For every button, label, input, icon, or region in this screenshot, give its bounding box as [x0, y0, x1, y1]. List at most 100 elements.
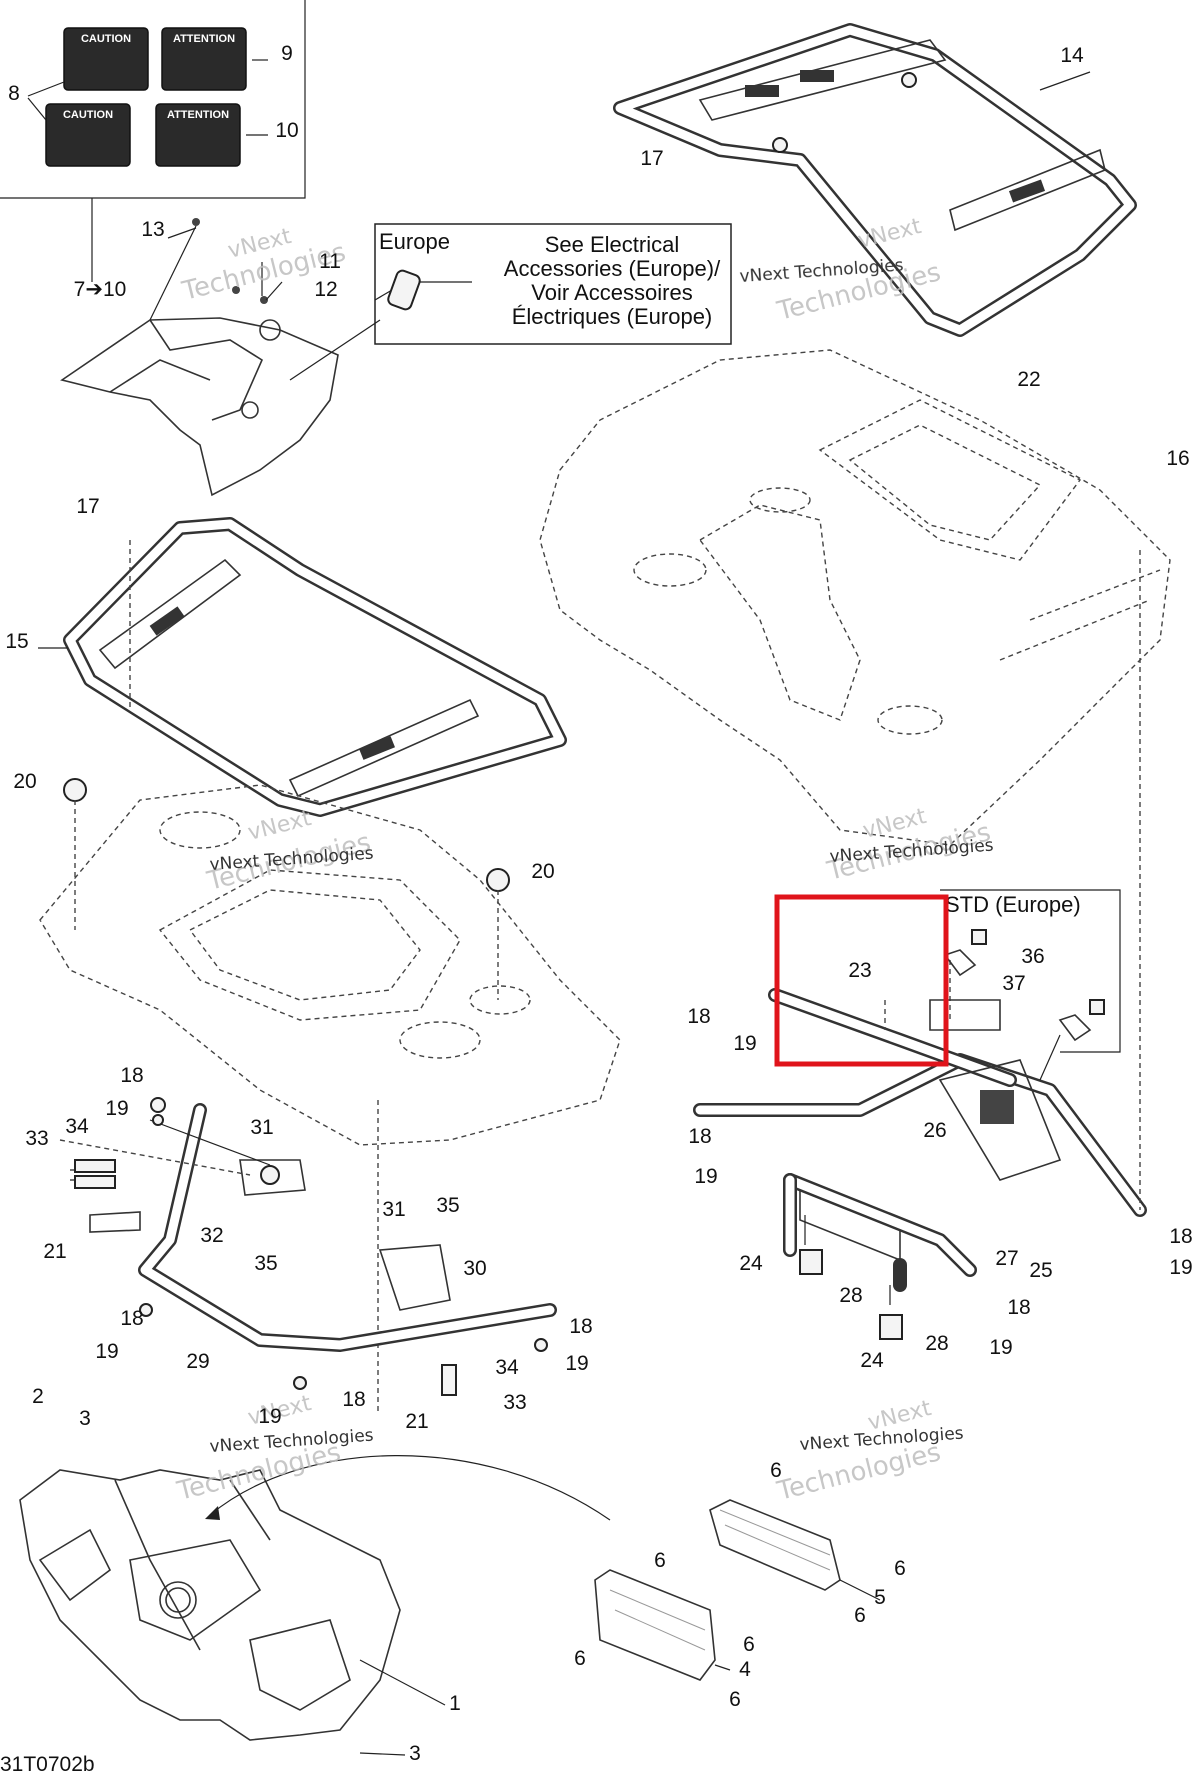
- part-label-6-6: 6: [574, 1647, 586, 1670]
- part-label-6-4: 6: [854, 1604, 866, 1627]
- part-label-17-2: 17: [76, 495, 99, 518]
- part-label-23-1: 23: [848, 959, 871, 982]
- part-label-15-1: 15: [5, 630, 28, 653]
- part-label-21-1: 21: [43, 1240, 66, 1263]
- part-label-10-1: 10: [275, 119, 298, 142]
- part-label-18-3: 18: [688, 1125, 711, 1148]
- part-label-20-2: 20: [531, 860, 554, 883]
- part-label-17-1: 17: [640, 147, 663, 170]
- decal-attention-2: ATTENTION: [155, 103, 241, 167]
- part-label-6-3: 6: [894, 1557, 906, 1580]
- part-label-18-5: 18: [1007, 1296, 1030, 1319]
- part-label-12-1: 12: [314, 278, 337, 301]
- std-europe-box: STD (Europe): [940, 889, 1121, 1053]
- part-label-28-1: 28: [839, 1284, 862, 1307]
- part-label-28-2: 28: [925, 1332, 948, 1355]
- part-label-19-6: 19: [565, 1352, 588, 1375]
- part-label-19-4: 19: [1169, 1256, 1192, 1279]
- part-label-19-1: 19: [105, 1097, 128, 1120]
- part-label-1-1: 1: [449, 1692, 461, 1715]
- part-label-25-1: 25: [1029, 1259, 1052, 1282]
- part-label-19-7: 19: [95, 1340, 118, 1363]
- drawing-code: 31T0702b: [0, 1753, 95, 1775]
- part-label-31-2: 31: [382, 1198, 405, 1221]
- part-label-7-10-1: 7➔10: [74, 278, 127, 301]
- part-label-19-3: 19: [694, 1165, 717, 1188]
- part-label-31-1: 31: [250, 1116, 273, 1139]
- rear-subframe: [693, 550, 1147, 1340]
- electrical-note-line-4: Électriques (Europe): [512, 304, 713, 329]
- front-subframe: [59, 1097, 557, 1396]
- part-label-8-1: 8: [8, 82, 20, 105]
- part-label-32-1: 32: [200, 1224, 223, 1247]
- electrical-note-box: Europe See Electrical Accessories (Europ…: [374, 223, 732, 345]
- part-label-35-1: 35: [436, 1194, 459, 1217]
- part-label-35-2: 35: [254, 1252, 277, 1275]
- part-label-16-1: 16: [1166, 447, 1189, 470]
- front-rack: [38, 517, 567, 817]
- part-label-37-1: 37: [1002, 972, 1025, 995]
- part-label-34-2: 34: [495, 1356, 519, 1379]
- part-label-24-2: 24: [860, 1349, 884, 1372]
- part-label-18-8: 18: [342, 1388, 365, 1411]
- electrical-note-line-2: Accessories (Europe)/: [504, 256, 721, 281]
- watermark-company-lines: vNext Technologies vNext Technologies vN…: [209, 256, 994, 1457]
- part-label-3-2: 3: [409, 1742, 421, 1765]
- part-label-18-7: 18: [120, 1307, 143, 1330]
- part-label-4-1: 4: [739, 1658, 751, 1681]
- decal-caution-1-text: CAUTION: [81, 33, 131, 45]
- part-label-5-1: 5: [874, 1586, 886, 1609]
- part-label-18-4: 18: [1169, 1225, 1192, 1248]
- decal-caution-2-text: CAUTION: [63, 109, 113, 121]
- part-label-34-1: 34: [65, 1115, 89, 1138]
- front-cover-piece: [60, 218, 421, 497]
- decal-attention-2-text: ATTENTION: [167, 109, 229, 121]
- part-label-2-1: 2: [32, 1385, 44, 1408]
- highlight-box: [774, 894, 949, 1067]
- decal-caution-1: CAUTION: [63, 27, 149, 91]
- front-fender: [39, 778, 621, 1415]
- rear-fender: [539, 349, 1171, 846]
- part-label-36-1: 36: [1021, 945, 1044, 968]
- part-label-6-2: 6: [654, 1549, 666, 1572]
- decal-attention-1-text: ATTENTION: [173, 33, 235, 45]
- part-label-18-6: 18: [569, 1315, 592, 1338]
- part-label-6-1: 6: [770, 1459, 782, 1482]
- part-label-11-1: 11: [319, 250, 341, 273]
- part-label-18-1: 18: [120, 1064, 143, 1087]
- part-label-19-2: 19: [733, 1032, 756, 1055]
- part-label-20-1: 20: [13, 770, 36, 793]
- part-label-18-2: 18: [687, 1005, 710, 1028]
- part-label-19-8: 19: [258, 1405, 281, 1428]
- part-label-27-1: 27: [995, 1247, 1018, 1270]
- part-label-6-7: 6: [729, 1688, 741, 1711]
- rear-rack: [613, 23, 1137, 337]
- front-bumper: [19, 1455, 611, 1756]
- watermark-2a: vNext: [855, 214, 924, 254]
- decal-caution-2: CAUTION: [45, 103, 131, 167]
- part-label-14-1: 14: [1060, 44, 1084, 67]
- part-label-33-2: 33: [503, 1391, 526, 1414]
- part-label-19-5: 19: [989, 1336, 1012, 1359]
- part-label-21-2: 21: [405, 1410, 428, 1433]
- decal-inset: CAUTION ATTENTION CAUTION ATTENTION: [0, 0, 306, 282]
- electrical-note-line-1: See Electrical: [545, 232, 680, 257]
- part-label-3-1: 3: [79, 1407, 91, 1430]
- europe-title: Europe: [379, 229, 450, 254]
- part-label-13-1: 13: [141, 218, 164, 241]
- watermark-3a: vNext: [245, 806, 314, 846]
- part-label-24-1: 24: [739, 1252, 763, 1275]
- decal-attention-1: ATTENTION: [161, 27, 247, 91]
- electrical-note-line-3: Voir Accessoires: [531, 280, 692, 305]
- part-label-9-1: 9: [281, 42, 293, 65]
- std-europe-label: STD (Europe): [945, 892, 1081, 917]
- part-label-29-1: 29: [186, 1350, 209, 1373]
- grills: [594, 1499, 881, 1681]
- part-label-26-1: 26: [923, 1119, 946, 1142]
- part-label-33-1: 33: [25, 1127, 48, 1150]
- part-label-22-1: 22: [1017, 368, 1040, 391]
- part-label-6-5: 6: [743, 1633, 755, 1656]
- part-label-30-1: 30: [463, 1257, 486, 1280]
